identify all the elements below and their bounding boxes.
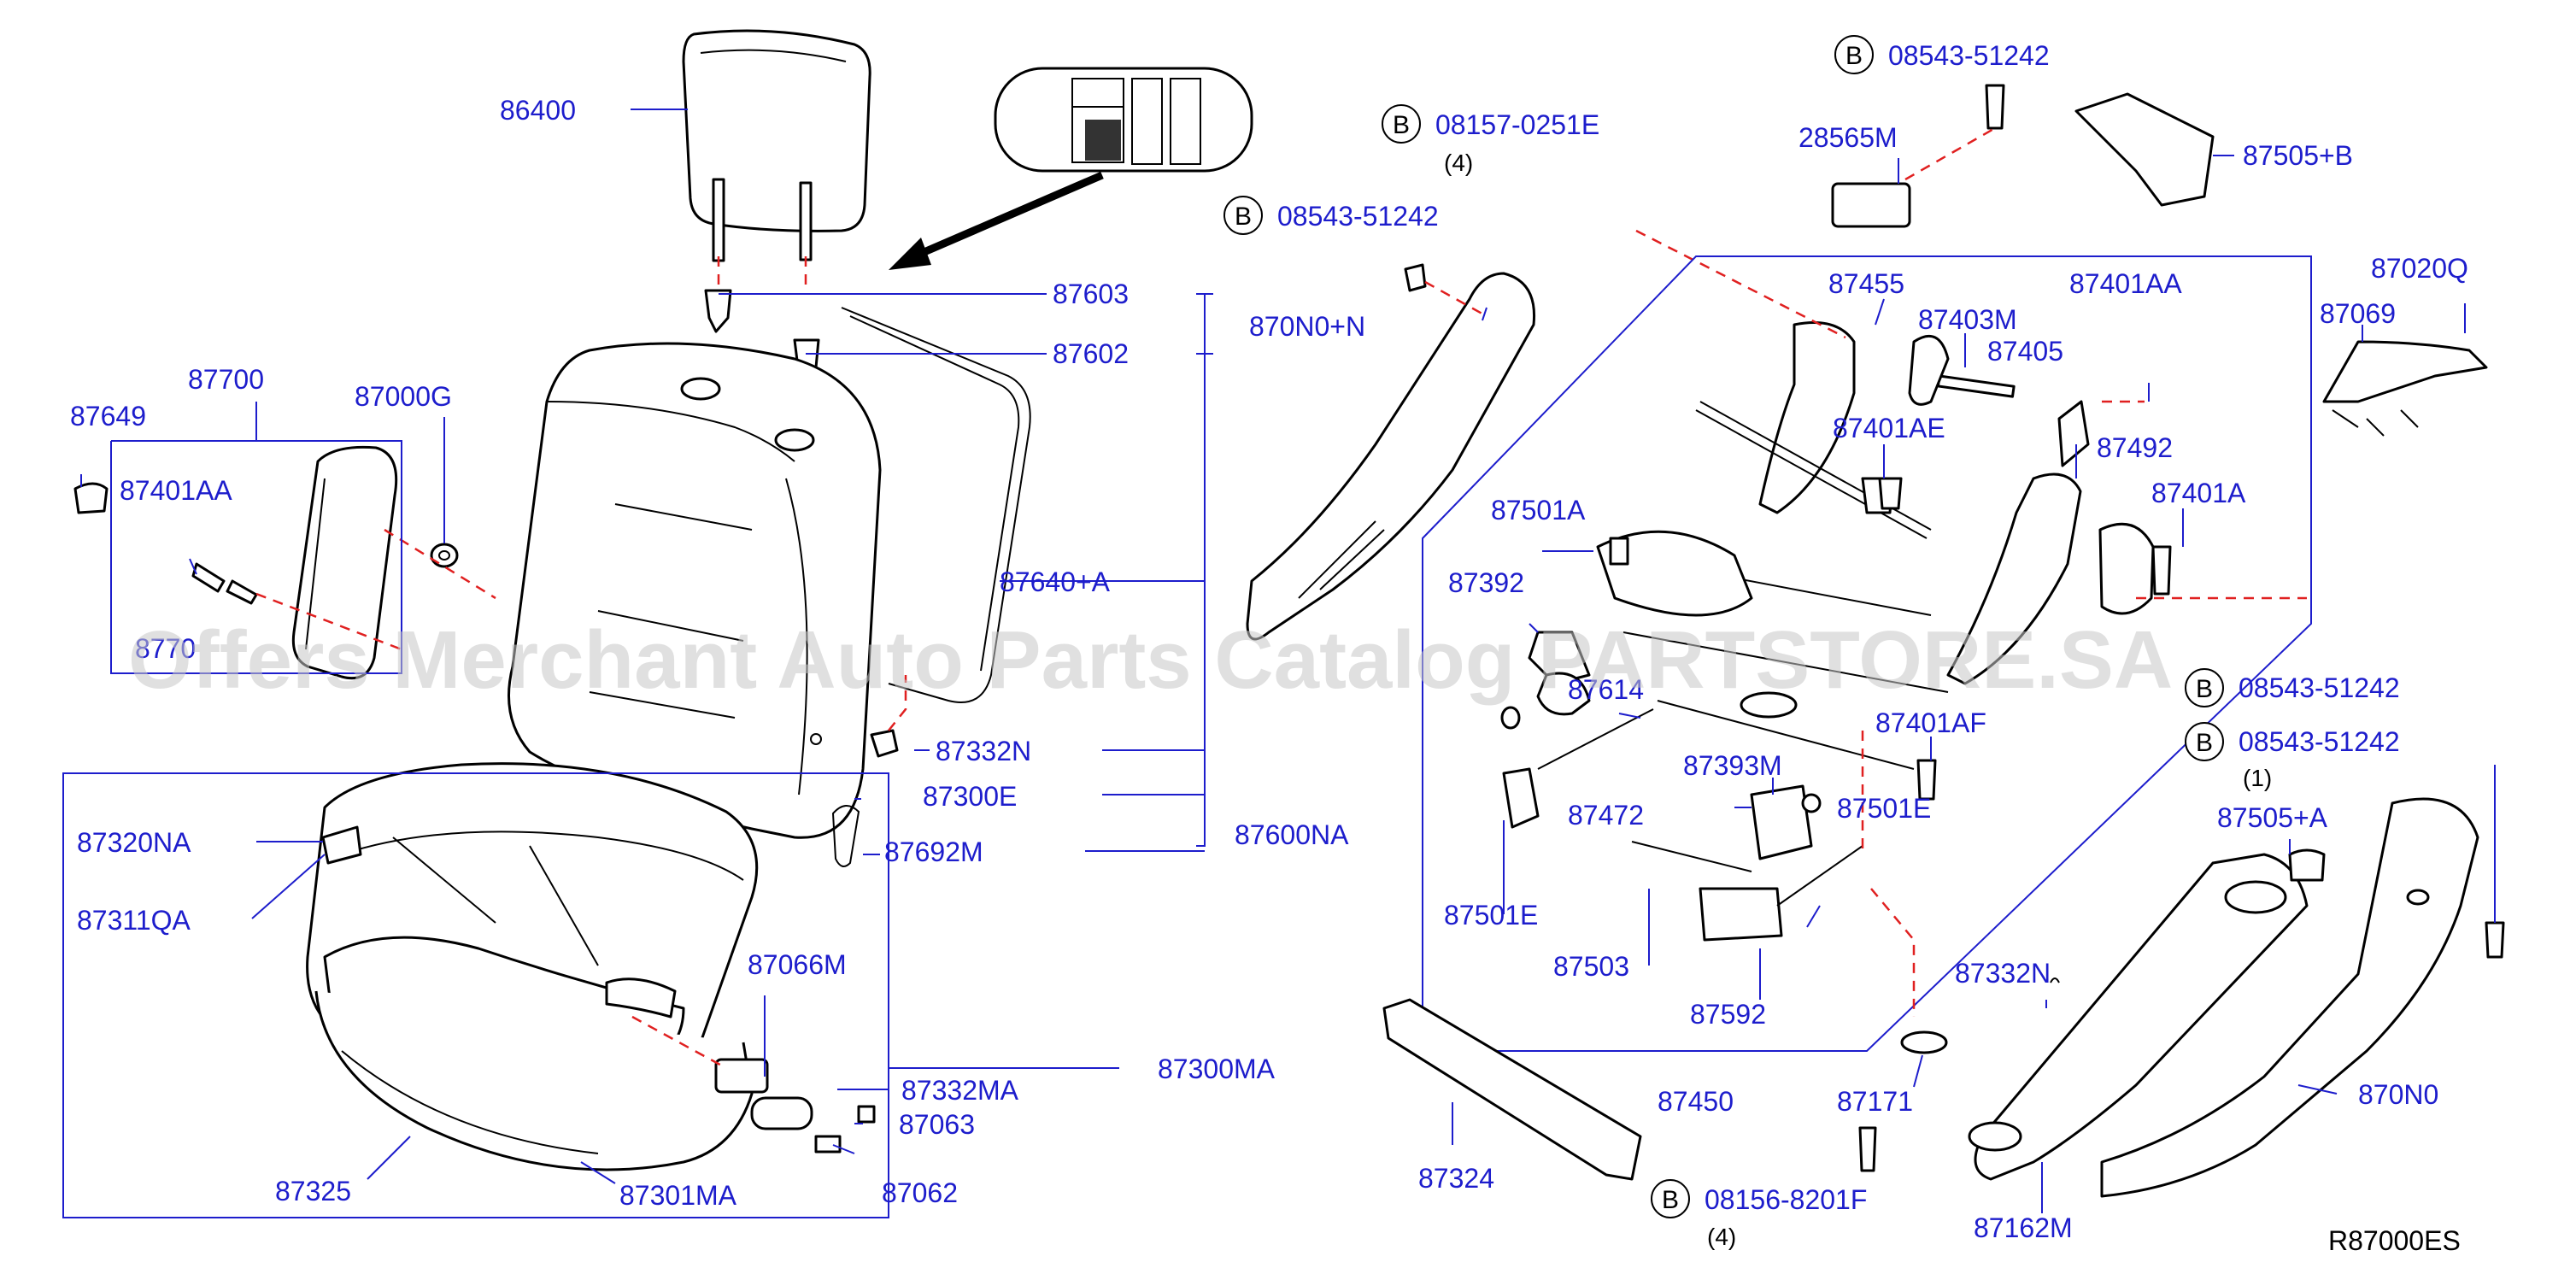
svg-text:(4): (4): [1444, 150, 1473, 176]
svg-text:08156-8201F: 08156-8201F: [1705, 1184, 1867, 1215]
label-87393m: 87393M: [1683, 750, 1782, 781]
label-87301ma: 87301MA: [619, 1180, 737, 1211]
label-87700: 87700: [188, 364, 264, 395]
label-87692m: 87692M: [884, 837, 983, 867]
label-87171: 87171: [1837, 1086, 1913, 1117]
label-87603: 87603: [1053, 279, 1129, 309]
bolt-callouts: B 08157-0251E (4) B 08543-51242 B 08543-…: [1223, 35, 2400, 1250]
svg-text:B: B: [1393, 111, 1410, 139]
label-87401aa-left: 87401AA: [120, 475, 232, 506]
label-87505b: 87505+B: [2243, 140, 2353, 171]
label-87649: 87649: [70, 401, 146, 431]
seat-cushion-group: [306, 762, 876, 1171]
label-87505a: 87505+A: [2217, 802, 2328, 833]
label-87392: 87392: [1448, 567, 1524, 598]
motor-drawings: [1500, 631, 1916, 1017]
label-8770x: 8770: [135, 633, 196, 664]
label-870n0: 870N0: [2358, 1079, 2438, 1110]
svg-text:08543-51242: 08543-51242: [2239, 672, 2400, 703]
label-87020q: 87020Q: [2371, 253, 2468, 284]
label-87501e-left: 87501E: [1444, 900, 1538, 930]
label-87472: 87472: [1568, 800, 1644, 831]
label-87332ma: 87332MA: [901, 1075, 1019, 1106]
part-labels: 86400 87603 87602 87700 87000G 87649 874…: [70, 95, 2468, 1243]
spring-87692m-drawing: [831, 805, 860, 867]
label-87066m: 87066M: [748, 949, 847, 980]
label-87300ma: 87300MA: [1158, 1054, 1276, 1084]
label-87501a: 87501A: [1491, 495, 1586, 525]
bolt-08156-8201f: B 08156-8201F (4): [1651, 1179, 1867, 1250]
label-87062: 87062: [882, 1177, 958, 1208]
upper-right-parts: [1831, 84, 2488, 437]
svg-text:08543-51242: 08543-51242: [2239, 726, 2400, 757]
label-87403m: 87403M: [1918, 304, 2017, 335]
svg-text:(4): (4): [1707, 1224, 1736, 1250]
label-87600na: 87600NA: [1235, 819, 1349, 850]
label-87501e-mid: 87501E: [1837, 793, 1931, 824]
label-87063: 87063: [899, 1109, 975, 1140]
clip-87332n-drawing: [870, 729, 899, 758]
bolt-08157-0251e: B 08157-0251E (4): [1382, 104, 1599, 176]
label-86400: 86400: [500, 95, 576, 126]
label-87640a: 87640+A: [1000, 566, 1111, 597]
label-87000g: 87000G: [355, 381, 452, 412]
reference-code: R87000ES: [2328, 1225, 2461, 1256]
bolt-08543-51242-left: B 08543-51242: [1223, 196, 1439, 235]
svg-text:B: B: [2196, 729, 2213, 757]
label-87602: 87602: [1053, 338, 1129, 369]
svg-text:08543-51242: 08543-51242: [1277, 201, 1439, 232]
svg-text:08157-0251E: 08157-0251E: [1435, 109, 1599, 140]
bar-87324-drawing: [1382, 998, 1642, 1181]
watermark-text: Offers Merchant Auto Parts Catalog PARTS…: [128, 614, 2173, 706]
svg-text:B: B: [2196, 675, 2213, 703]
label-87450: 87450: [1658, 1086, 1734, 1117]
label-87503: 87503: [1553, 951, 1629, 982]
label-28565m: 28565M: [1799, 122, 1898, 153]
label-87492: 87492: [2097, 432, 2173, 463]
label-87592: 87592: [1690, 999, 1766, 1030]
label-87401a: 87401A: [2151, 478, 2246, 508]
label-87325: 87325: [275, 1176, 351, 1206]
label-87332n-right: 87332N: [1955, 958, 2051, 989]
label-87332n-left: 87332N: [936, 736, 1031, 766]
seat-back-drawing: [508, 307, 1031, 839]
svg-text:B: B: [1235, 203, 1252, 231]
svg-text:B: B: [1845, 42, 1863, 70]
label-87320na: 87320NA: [77, 827, 191, 858]
label-87300e: 87300E: [923, 781, 1017, 812]
label-87405: 87405: [1987, 336, 2063, 367]
label-87069: 87069: [2320, 298, 2396, 329]
bolt-08543-51242-right-qty: B 08543-51242 (1): [2185, 722, 2400, 791]
detail-inset: [889, 67, 1253, 270]
label-87401aa-right: 87401AA: [2069, 268, 2182, 299]
label-87311qa: 87311QA: [77, 905, 191, 936]
label-87401af: 87401AF: [1875, 707, 1986, 738]
headrest-drawing: [682, 29, 871, 381]
label-870n0n: 870N0+N: [1249, 311, 1365, 342]
bolt-08543-51242-right: B 08543-51242: [2185, 668, 2400, 707]
label-87455: 87455: [1828, 268, 1904, 299]
armrest-drawing: [73, 445, 496, 680]
leader-lines: [62, 109, 2496, 1218]
lower-right-parts: [1968, 797, 2505, 1198]
svg-text:08543-51242: 08543-51242: [1888, 40, 2050, 71]
svg-text:(1): (1): [2243, 765, 2272, 791]
label-87324: 87324: [1418, 1163, 1494, 1194]
bolt-08543-51242-top: B 08543-51242: [1834, 35, 2050, 74]
label-87162m: 87162M: [1974, 1212, 2073, 1243]
svg-text:B: B: [1662, 1186, 1679, 1214]
label-87401ae: 87401AE: [1833, 413, 1945, 443]
label-87614: 87614: [1568, 674, 1644, 705]
track-assembly-group: [1246, 229, 2312, 1172]
seat-back-group: [73, 29, 1253, 867]
